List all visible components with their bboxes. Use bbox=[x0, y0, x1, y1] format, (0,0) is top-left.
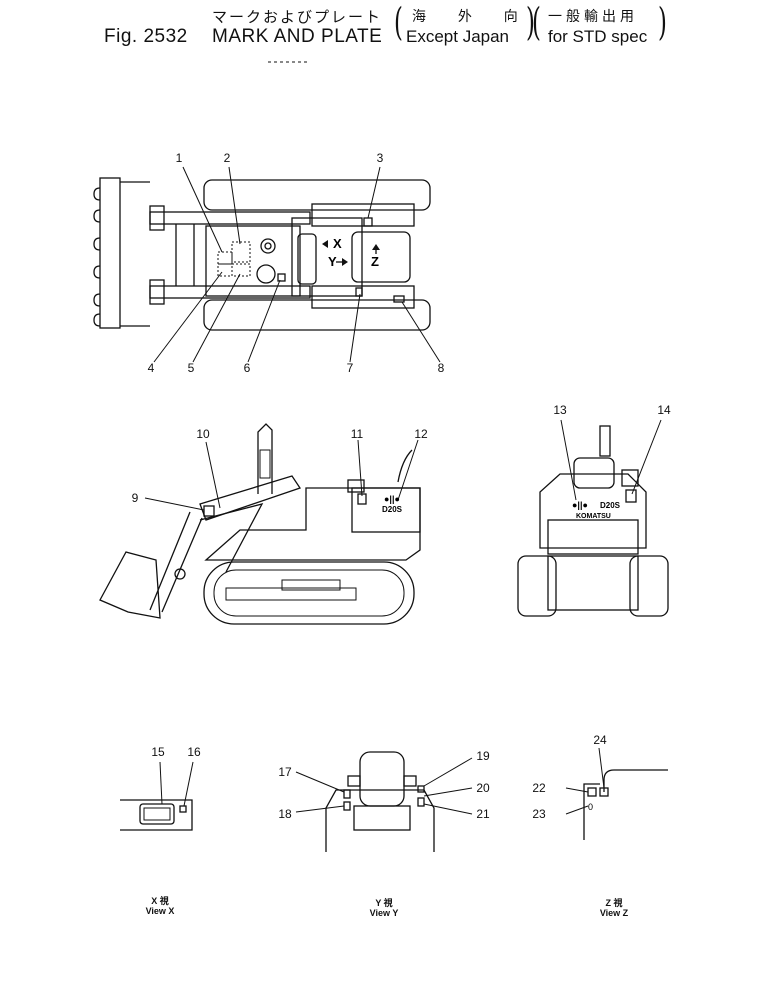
paren-close-2: ) bbox=[658, 0, 667, 44]
rear-logo-mark: ●||● bbox=[572, 500, 588, 510]
view-x-label: X 視 View X bbox=[130, 896, 190, 916]
callout-8: 8 bbox=[437, 361, 445, 375]
side-view-machine bbox=[99, 423, 421, 625]
callout-10: 10 bbox=[196, 427, 210, 441]
title-japanese: マークおよびプレート bbox=[212, 9, 383, 26]
callout-7: 7 bbox=[346, 361, 354, 375]
paren-close-1: ) bbox=[526, 0, 535, 44]
callout-16: 16 bbox=[187, 745, 201, 759]
callout-15: 15 bbox=[151, 745, 165, 759]
callout-13: 13 bbox=[553, 403, 567, 417]
spec1-japanese: 海 外 向 bbox=[412, 8, 532, 24]
top-view-machine bbox=[93, 166, 441, 363]
callout-2: 2 bbox=[223, 151, 231, 165]
paren-open-1: ( bbox=[394, 0, 403, 44]
callout-23: 23 bbox=[532, 807, 546, 821]
callout-14: 14 bbox=[657, 403, 671, 417]
callout-11: 11 bbox=[350, 427, 364, 441]
view-z-mark: 0 bbox=[588, 802, 593, 812]
callout-4: 4 bbox=[147, 361, 155, 375]
arrow-z-label: Z bbox=[371, 254, 379, 269]
callout-5: 5 bbox=[187, 361, 195, 375]
view-z-detail bbox=[565, 747, 668, 840]
view-x-label-jp: X 視 bbox=[151, 896, 169, 906]
callout-24: 24 bbox=[593, 733, 607, 747]
callout-3: 3 bbox=[376, 151, 384, 165]
spec2-english: for STD spec bbox=[548, 27, 648, 46]
rear-model-plate: D20S bbox=[600, 501, 621, 510]
callout-20: 20 bbox=[476, 781, 490, 795]
callout-9: 9 bbox=[131, 491, 139, 505]
title-english: MARK AND PLATE bbox=[212, 26, 383, 47]
view-z-label-en: View Z bbox=[599, 908, 629, 918]
rear-view-machine bbox=[517, 419, 669, 617]
spec2-japanese: 一般輸出用 bbox=[548, 8, 638, 24]
view-x-label-en: View X bbox=[145, 906, 175, 916]
view-z-label: Z 視 View Z bbox=[584, 898, 644, 918]
view-y-label-en: View Y bbox=[369, 908, 399, 918]
figure-number: Fig. 2532 bbox=[104, 26, 188, 47]
callout-12: 12 bbox=[414, 427, 428, 441]
callout-18: 18 bbox=[278, 807, 292, 821]
side-model-plate: D20S bbox=[382, 505, 403, 514]
callout-19: 19 bbox=[476, 749, 490, 763]
view-y-label: Y 視 View Y bbox=[354, 898, 414, 918]
arrow-x-label: X bbox=[333, 236, 342, 251]
paren-open-2: ( bbox=[532, 0, 541, 44]
callout-21: 21 bbox=[476, 807, 490, 821]
view-z-label-jp: Z 視 bbox=[605, 898, 623, 908]
view-y-label-jp: Y 視 bbox=[375, 898, 393, 908]
rear-brand-plate: KOMATSU bbox=[576, 513, 611, 520]
callout-1: 1 bbox=[175, 151, 183, 165]
arrow-y-label: Y bbox=[328, 254, 337, 269]
callout-17: 17 bbox=[278, 765, 292, 779]
view-y-detail bbox=[295, 751, 473, 852]
spec1-english: Except Japan bbox=[406, 27, 510, 46]
side-logo-mark: ●||● bbox=[384, 494, 400, 504]
callout-6: 6 bbox=[243, 361, 251, 375]
view-x-detail bbox=[120, 761, 194, 831]
callout-22: 22 bbox=[532, 781, 546, 795]
